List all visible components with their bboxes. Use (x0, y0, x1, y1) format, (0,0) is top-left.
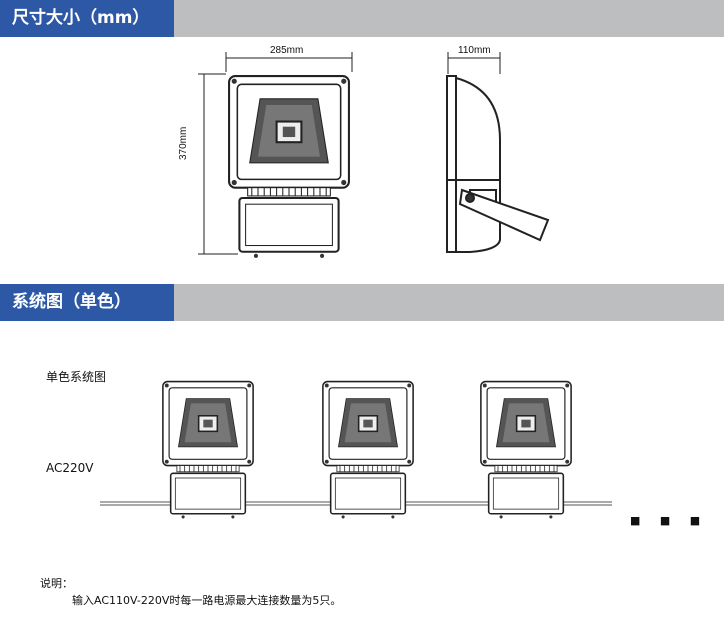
height-label: 370mm (178, 126, 189, 160)
section-title: 系统图（单色） (0, 284, 174, 321)
lamp-unit-2 (322, 380, 414, 520)
width-label: 285mm (270, 45, 304, 56)
section-header-system: 系统图（单色） (0, 284, 724, 321)
lamp-front-view (228, 75, 350, 259)
lamp-unit-3 (480, 380, 572, 520)
lamp-side-view (446, 75, 550, 253)
continuation-dots: ■ ■ ■ (630, 514, 709, 527)
diagram-label: 单色系统图 (46, 370, 107, 384)
depth-label: 110mm (458, 45, 491, 56)
power-label: AC220V (46, 461, 94, 475)
lamp-unit-1 (162, 380, 254, 520)
section-header-dimensions: 尺寸大小（mm） (0, 0, 724, 37)
notes-heading: 说明： (40, 577, 73, 590)
section-title: 尺寸大小（mm） (0, 0, 174, 37)
notes-text: 输入AC110V-220V时每一路电源最大连接数量为5只。 (72, 594, 342, 607)
